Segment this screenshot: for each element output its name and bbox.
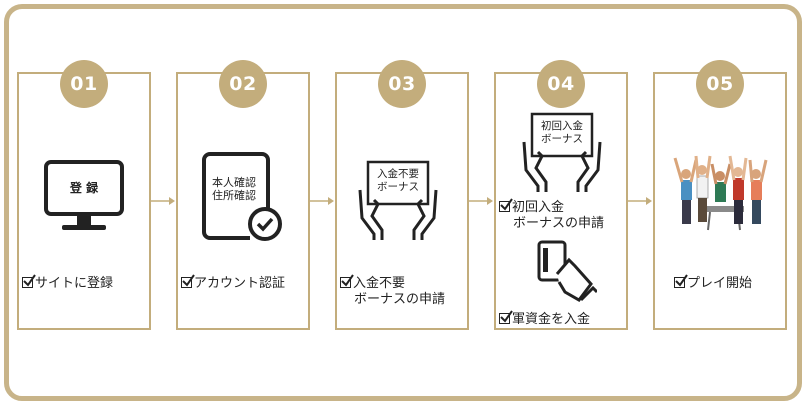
checkbox-checked-icon	[674, 274, 688, 288]
step-card-1	[17, 72, 151, 330]
checkbox-checked-icon	[499, 198, 513, 212]
step-label-text: サイトに登録	[35, 276, 114, 291]
step-label-5: プレイ開始	[674, 274, 753, 292]
step-label-text: ボーナスの申請	[354, 292, 446, 307]
step-label-4a: 初回入金 ボーナスの申請	[499, 198, 605, 232]
step-label-text: 軍資金を入金	[512, 312, 591, 327]
checkbox-checked-icon	[181, 274, 195, 288]
step-label-4b: 軍資金を入金	[499, 310, 591, 328]
step-label-text: プレイ開始	[687, 276, 753, 291]
step-number-2: 02	[219, 60, 267, 108]
checkbox-checked-icon	[499, 310, 513, 324]
step-card-2	[176, 72, 310, 330]
step-number-4: 04	[537, 60, 585, 108]
svg-text:登 録: 登 録	[69, 180, 99, 195]
verified-document-icon: 本人確認 住所確認	[202, 152, 282, 241]
hands-holding-sign-icon: 入金不要 ボーナス	[358, 160, 438, 240]
checkbox-checked-icon	[22, 274, 36, 288]
hands-holding-sign-icon: 初回入金 ボーナス	[522, 112, 602, 192]
step-number-1: 01	[60, 60, 108, 108]
step-label-2: アカウント認証	[181, 274, 286, 292]
arrow-right-icon	[628, 197, 652, 205]
step-label-3: 入金不要 ボーナスの申請	[340, 274, 446, 308]
step-label-text: 入金不要	[353, 276, 406, 291]
svg-text:ボーナス: ボーナス	[541, 133, 583, 145]
svg-text:住所確認: 住所確認	[212, 188, 256, 202]
arrow-right-icon	[151, 197, 175, 205]
monitor-icon: 登 録	[44, 160, 124, 230]
step-label-text: アカウント認証	[194, 276, 286, 291]
step-label-text: ボーナスの申請	[513, 216, 605, 231]
arrow-right-icon	[469, 197, 493, 205]
card-payment-icon	[537, 240, 597, 302]
svg-text:本人確認: 本人確認	[212, 175, 256, 189]
cheering-people-icon	[673, 155, 768, 231]
step-label-text: 初回入金	[512, 200, 565, 215]
svg-text:入金不要: 入金不要	[377, 167, 419, 180]
svg-text:ボーナス: ボーナス	[377, 181, 419, 193]
step-number-5: 05	[696, 60, 744, 108]
arrow-right-icon	[310, 197, 334, 205]
step-label-1: サイトに登録	[22, 274, 114, 292]
step-number-3: 03	[378, 60, 426, 108]
svg-text:初回入金: 初回入金	[541, 119, 583, 132]
checkbox-checked-icon	[340, 274, 354, 288]
